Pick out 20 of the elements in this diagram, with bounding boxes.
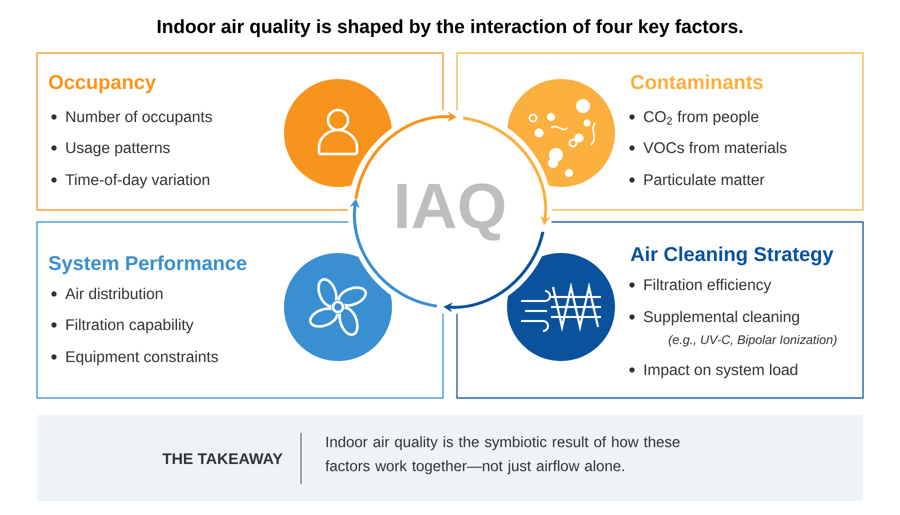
bullet-item: Time-of-day variation bbox=[51, 174, 210, 188]
bullet-item: Usage patterns bbox=[51, 142, 170, 156]
takeaway-band: THE TAKEAWAY Indoor air quality is the symbiotic result of how these factors work together—not just airflow alone. bbox=[37, 415, 863, 501]
bullet-item: Particulate matter bbox=[629, 174, 764, 186]
bullet-item: Equipment constraints bbox=[51, 350, 218, 366]
bullet-item: Impact on system load bbox=[629, 364, 798, 378]
card-heading: System Performance bbox=[48, 256, 246, 274]
bullet-item: Supplemental cleaning bbox=[629, 310, 799, 326]
example-note: (e.g., UV-C, Bipolar Ionization) bbox=[668, 334, 836, 347]
bullet-item: Filtration efficiency bbox=[629, 278, 772, 294]
iaq-label: IAQ bbox=[397, 183, 504, 241]
bullet-item: Number of occupants bbox=[51, 110, 212, 126]
bullet-item: Air distribution bbox=[51, 288, 162, 300]
card-heading: Occupancy bbox=[49, 75, 156, 94]
card-heading: Air Cleaning Strategy bbox=[630, 246, 834, 266]
bullet-item: VOCs from materials bbox=[629, 142, 786, 154]
card-heading: Contaminants bbox=[631, 74, 763, 90]
title: Indoor air quality is shaped by the interaction of four key factors. bbox=[158, 19, 742, 37]
bullet-item: CO$_{2}$ from people bbox=[629, 110, 758, 126]
bullet-item: Filtration capability bbox=[51, 318, 194, 334]
